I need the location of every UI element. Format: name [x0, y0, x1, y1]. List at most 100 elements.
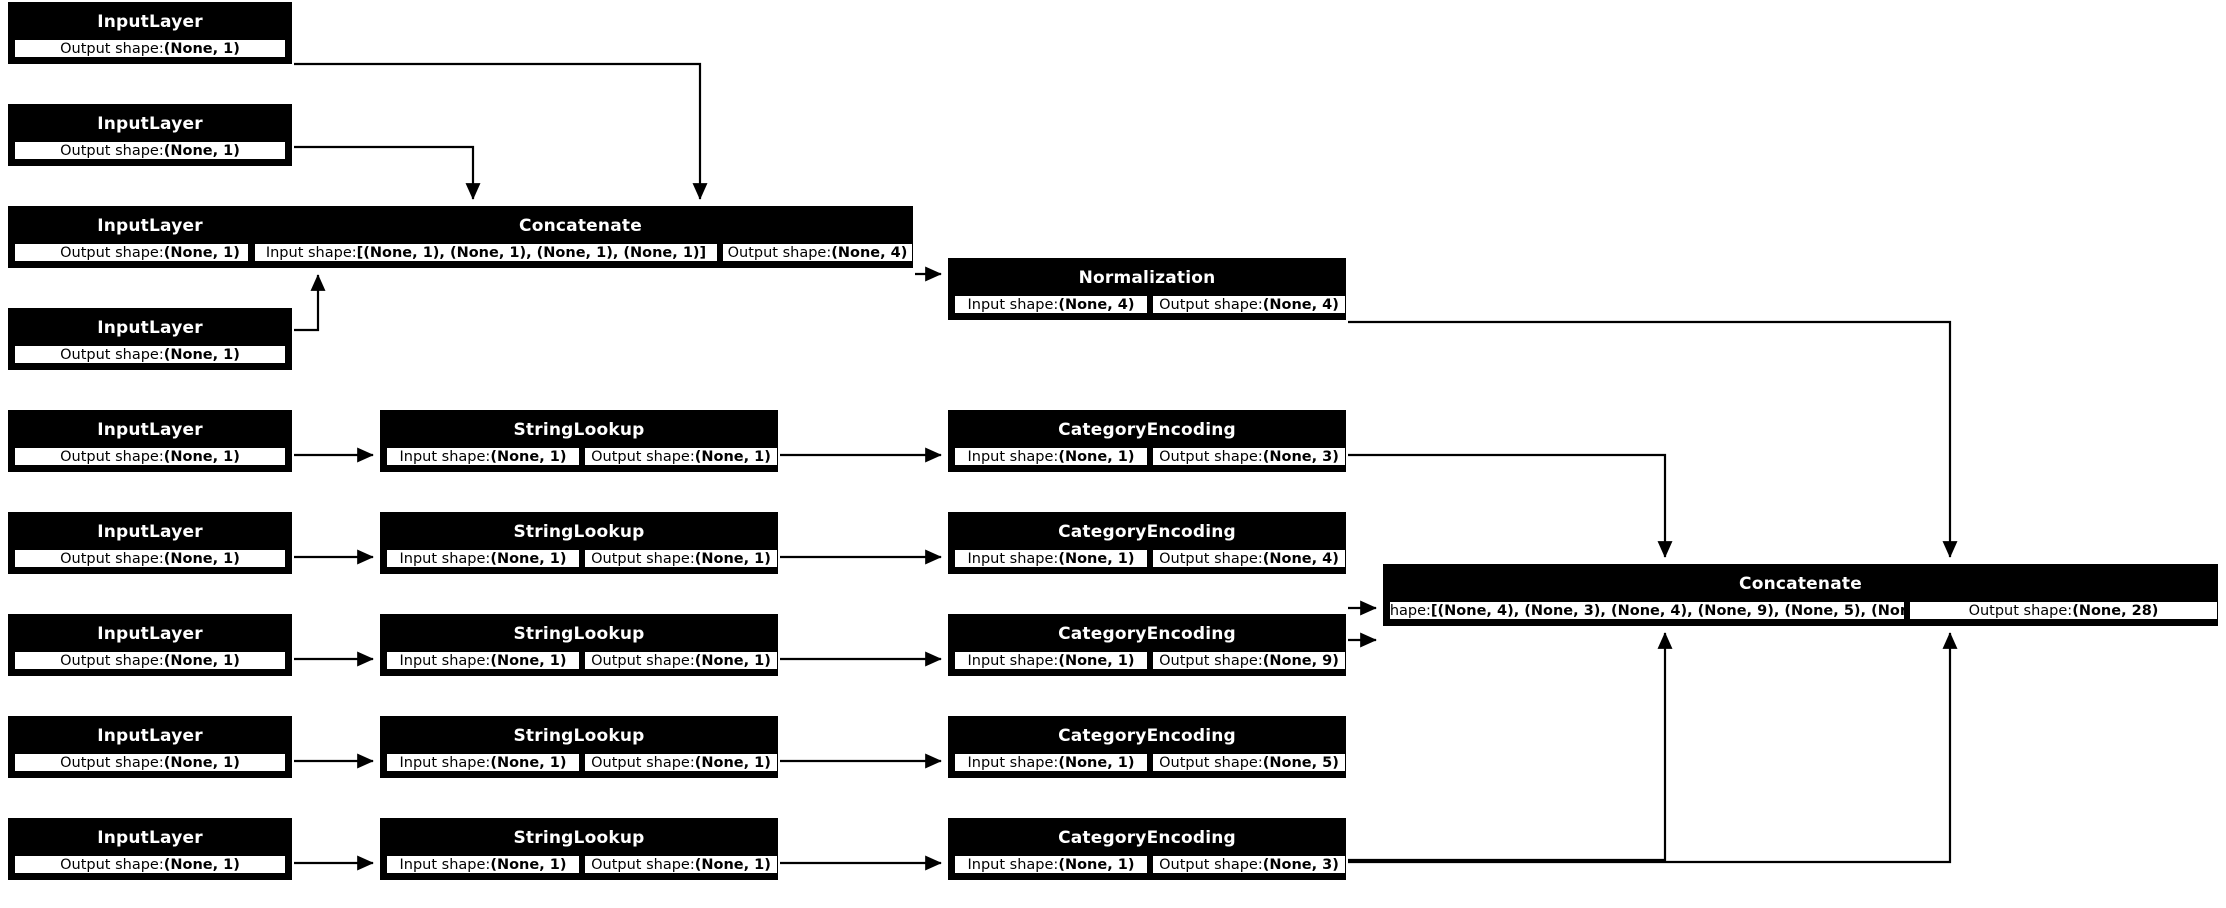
input-shape-strlookup_4-value: (None, 1): [490, 754, 567, 771]
output-shape-input_4-value: (None, 1): [163, 346, 240, 363]
output-shape-input_2-label: Output shape:: [60, 142, 164, 159]
output-shape-input_4: Output shape: (None, 1): [14, 345, 286, 364]
edge-input2-to-concat-numeric: [294, 145, 481, 200]
input-shape-normalization: Input shape: (None, 4): [954, 295, 1148, 314]
node-shapes-normalization: Input shape: (None, 4) Output shape: (Non…: [951, 295, 1346, 317]
input-shape-catenc_5-value: (None, 1): [1058, 856, 1135, 873]
node-title-concat_num: Concatenate: [251, 209, 910, 243]
output-shape-catenc_5-value: (None, 3): [1262, 856, 1339, 873]
input-shape-concat_all-value: [(None, 4), (None, 3), (None, 4), (None,…: [1430, 602, 1905, 619]
input-shape-concat_all-label: Input shape:: [1389, 602, 1431, 619]
edge-categoryencoding5-to-concat-all: [1348, 632, 1958, 864]
node-shapes-catenc_2: Input shape: (None, 1) Output shape: (Non…: [951, 549, 1346, 571]
output-shape-strlookup_2: Output shape: (None, 1): [584, 549, 778, 568]
output-shape-input_9-value: (None, 1): [163, 856, 240, 873]
output-shape-strlookup_1-label: Output shape:: [591, 448, 695, 465]
node-shapes-input_9: Output shape: (None, 1): [11, 855, 289, 877]
output-shape-input_9-label: Output shape:: [60, 856, 164, 873]
input-shape-strlookup_1: Input shape: (None, 1): [386, 447, 580, 466]
node-title-catenc_4: CategoryEncoding: [951, 719, 1343, 753]
output-shape-strlookup_2-label: Output shape:: [591, 550, 695, 567]
input-shape-strlookup_4: Input shape: (None, 1): [386, 753, 580, 772]
input-shape-catenc_5-label: Input shape:: [967, 856, 1059, 873]
output-shape-input_4-label: Output shape:: [60, 346, 164, 363]
output-shape-strlookup_4: Output shape: (None, 1): [584, 753, 778, 772]
node-shapes-concat_all: Input shape: [(None, 4), (None, 3), (Non…: [1386, 601, 2218, 623]
node-shapes-strlookup_5: Input shape: (None, 1)Output shape: (Non…: [383, 855, 778, 877]
output-shape-input_1-value: (None, 1): [163, 40, 240, 57]
node-title-catenc_3: CategoryEncoding: [951, 617, 1343, 651]
output-shape-input_7: Output shape: (None, 1): [14, 651, 286, 670]
output-shape-input_3-value: (None, 1): [163, 244, 240, 261]
input-shape-catenc_2-value: (None, 1): [1058, 550, 1135, 567]
input-shape-concat_num-label: Input shape:: [265, 244, 357, 261]
input-shape-normalization-label: Input shape:: [967, 296, 1059, 313]
node-shapes-strlookup_2: Input shape: (None, 1)Output shape: (Non…: [383, 549, 778, 571]
output-shape-strlookup_1: Output shape: (None, 1): [584, 447, 778, 466]
node-title-catenc_2: CategoryEncoding: [951, 515, 1343, 549]
input-shape-strlookup_1-label: Input shape:: [399, 448, 491, 465]
input-shape-catenc_2: Input shape: (None, 1): [954, 549, 1148, 568]
node-shapes-catenc_5: Input shape: (None, 1)Output shape: (Non…: [951, 855, 1346, 877]
output-shape-catenc_3-label: Output shape:: [1159, 652, 1263, 669]
node-title-catenc_1: CategoryEncoding: [951, 413, 1343, 447]
node-title-strlookup_2: StringLookup: [383, 515, 775, 549]
output-shape-strlookup_2-value: (None, 1): [694, 550, 771, 567]
output-shape-concat_all: Output shape: (None, 28): [1909, 601, 2218, 620]
input-shape-concat_num: Input shape: [(None, 1), (None, 1), (Non…: [254, 243, 718, 262]
node-shapes-concat_num: Input shape: [(None, 1), (None, 1), (Non…: [251, 243, 913, 265]
input-shape-catenc_5: Input shape: (None, 1): [954, 855, 1148, 874]
output-shape-input_6: Output shape: (None, 1): [14, 549, 286, 568]
input-shape-normalization-value: (None, 4): [1058, 296, 1135, 313]
node-title-strlookup_4: StringLookup: [383, 719, 775, 753]
node-title-input_4: InputLayer: [11, 311, 289, 345]
output-shape-concat_num-value: (None, 4): [831, 244, 908, 261]
output-shape-strlookup_3-value: (None, 1): [694, 652, 771, 669]
output-shape-catenc_2-label: Output shape:: [1159, 550, 1263, 567]
output-shape-input_8-value: (None, 1): [163, 754, 240, 771]
node-title-concat_all: Concatenate: [1386, 567, 2215, 601]
output-shape-input_2-value: (None, 1): [163, 142, 240, 159]
output-shape-strlookup_5-label: Output shape:: [591, 856, 695, 873]
output-shape-input_1: Output shape: (None, 1): [14, 39, 286, 58]
output-shape-strlookup_1-value: (None, 1): [694, 448, 771, 465]
node-title-input_1: InputLayer: [11, 5, 289, 39]
output-shape-catenc_5: Output shape: (None, 3): [1152, 855, 1346, 874]
node-shapes-input_1: Output shape: (None, 1): [11, 39, 289, 61]
node-shapes-input_7: Output shape: (None, 1): [11, 651, 289, 673]
input-shape-strlookup_4-label: Input shape:: [399, 754, 491, 771]
output-shape-catenc_3: Output shape: (None, 9): [1152, 651, 1346, 670]
input-shape-catenc_3-label: Input shape:: [967, 652, 1059, 669]
node-title-strlookup_5: StringLookup: [383, 821, 775, 855]
output-shape-normalization-label: Output shape:: [1159, 296, 1263, 313]
input-shape-concat_all: Input shape: [(None, 4), (None, 3), (Non…: [1389, 601, 1905, 620]
node-title-strlookup_1: StringLookup: [383, 413, 775, 447]
edge-input4-to-concat-numeric: [294, 274, 326, 332]
input-shape-catenc_1-label: Input shape:: [967, 448, 1059, 465]
input-shape-catenc_4: Input shape: (None, 1): [954, 753, 1148, 772]
input-shape-strlookup_2-value: (None, 1): [490, 550, 567, 567]
node-shapes-input_6: Output shape: (None, 1): [11, 549, 289, 571]
node-shapes-catenc_3: Input shape: (None, 1)Output shape: (Non…: [951, 651, 1346, 673]
output-shape-strlookup_4-value: (None, 1): [694, 754, 771, 771]
node-shapes-strlookup_4: Input shape: (None, 1)Output shape: (Non…: [383, 753, 778, 775]
node-shapes-catenc_1: Input shape: (None, 1)Output shape: (Non…: [951, 447, 1346, 469]
input-shape-strlookup_5-label: Input shape:: [399, 856, 491, 873]
output-shape-input_7-label: Output shape:: [60, 652, 164, 669]
input-shape-catenc_4-value: (None, 1): [1058, 754, 1135, 771]
output-shape-catenc_4-label: Output shape:: [1159, 754, 1263, 771]
edge-input1-to-concat-numeric: [294, 62, 708, 200]
